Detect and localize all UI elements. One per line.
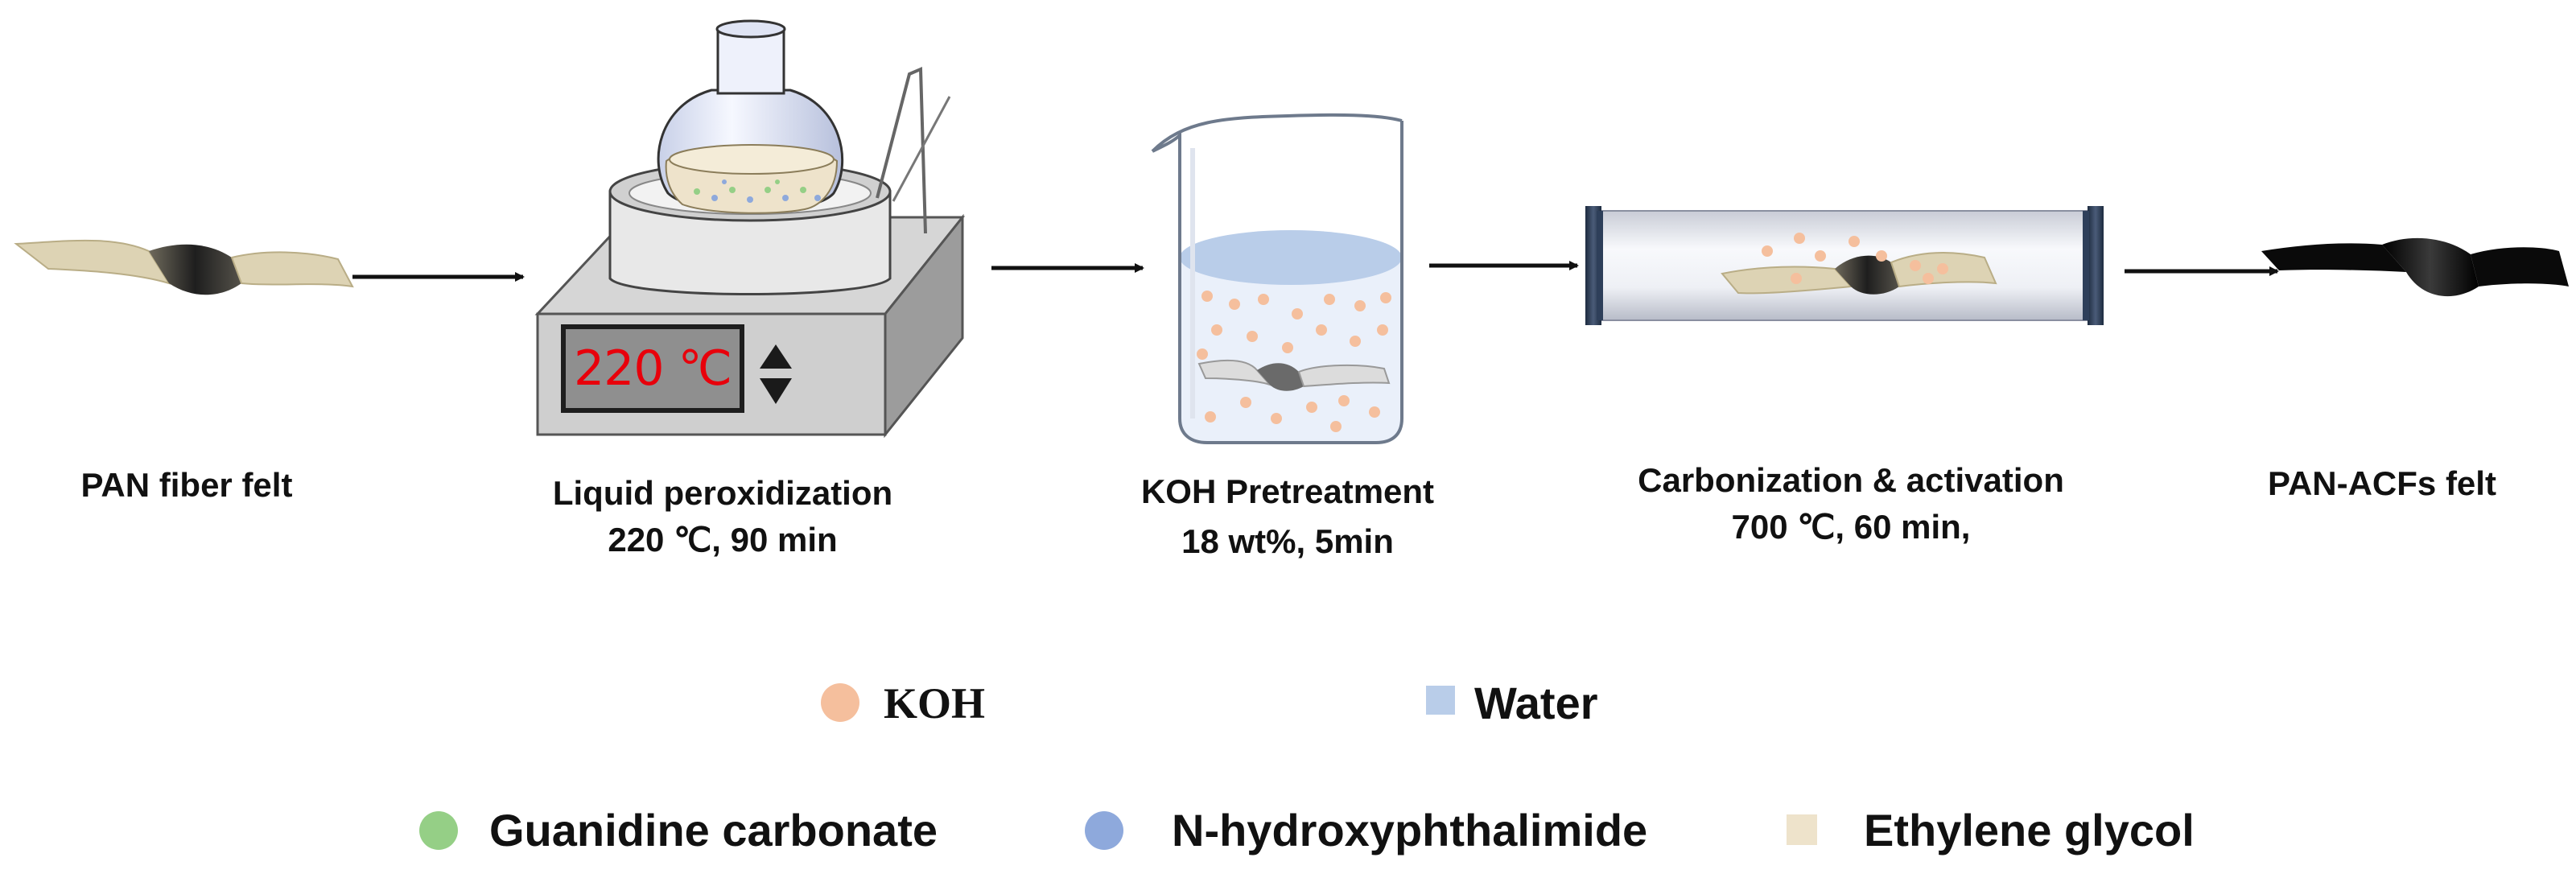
temperature-display (561, 324, 744, 413)
legend-label-ethylene-glycol: Ethylene glycol (1864, 805, 2195, 855)
step-detail: 220 ℃, 90 min (608, 521, 838, 559)
step-label-pan-acfs-felt: PAN-ACFs felt (2268, 460, 2496, 507)
flask-particles (694, 179, 821, 203)
legend-label-guanidine-carbonate: Guanidine carbonate (489, 805, 938, 855)
legend-nhpi-marker (1085, 811, 1123, 850)
legend-water-marker (1426, 686, 1455, 715)
hotplate-temperature-readout: 220 ℃ (574, 340, 732, 397)
step-name: PAN fiber felt (80, 466, 293, 504)
hotplate-illustration (534, 19, 966, 439)
temperature-down-icon (760, 378, 792, 404)
legend-markers (419, 683, 1817, 850)
beaker-koh-particles (1197, 291, 1391, 432)
step-label-koh-pretreatment: KOH Pretreatment 18 wt%, 5min (1141, 468, 1434, 565)
pan-acfs-felt-illustration (2261, 237, 2569, 297)
step-label-pan-fiber-felt: PAN fiber felt (81, 462, 293, 509)
legend-ethylene-glycol-marker (1787, 814, 1817, 845)
tube-furnace-illustration (1585, 206, 2104, 325)
step-detail: 700 ℃, 60 min, (1731, 508, 1971, 546)
step-label-liquid-peroxidization: Liquid peroxidization 220 ℃, 90 min (553, 470, 892, 563)
step-label-carbonization: Carbonization & activation 700 ℃, 60 min… (1638, 457, 2064, 550)
step-name: Carbonization & activation (1638, 461, 2064, 499)
step-name: KOH Pretreatment (1140, 472, 1435, 510)
temperature-up-icon (760, 344, 792, 369)
step-name: PAN-ACFs felt (2268, 464, 2496, 502)
beaker-illustration (1151, 113, 1403, 444)
legend-label-water: Water (1474, 678, 1598, 728)
step-detail: 18 wt%, 5min (1181, 522, 1394, 560)
tube-koh-particles (1762, 233, 1948, 284)
legend-label-n-hydroxyphthalimide: N-hydroxyphthalimide (1172, 805, 1648, 855)
process-arrows (352, 261, 2279, 282)
legend-guanidine-marker (419, 811, 458, 850)
step-name: Liquid peroxidization (552, 474, 893, 512)
legend-koh-marker (821, 683, 859, 722)
legend-label-koh: KOH (884, 679, 986, 728)
pan-fiber-felt-illustration (14, 239, 354, 295)
